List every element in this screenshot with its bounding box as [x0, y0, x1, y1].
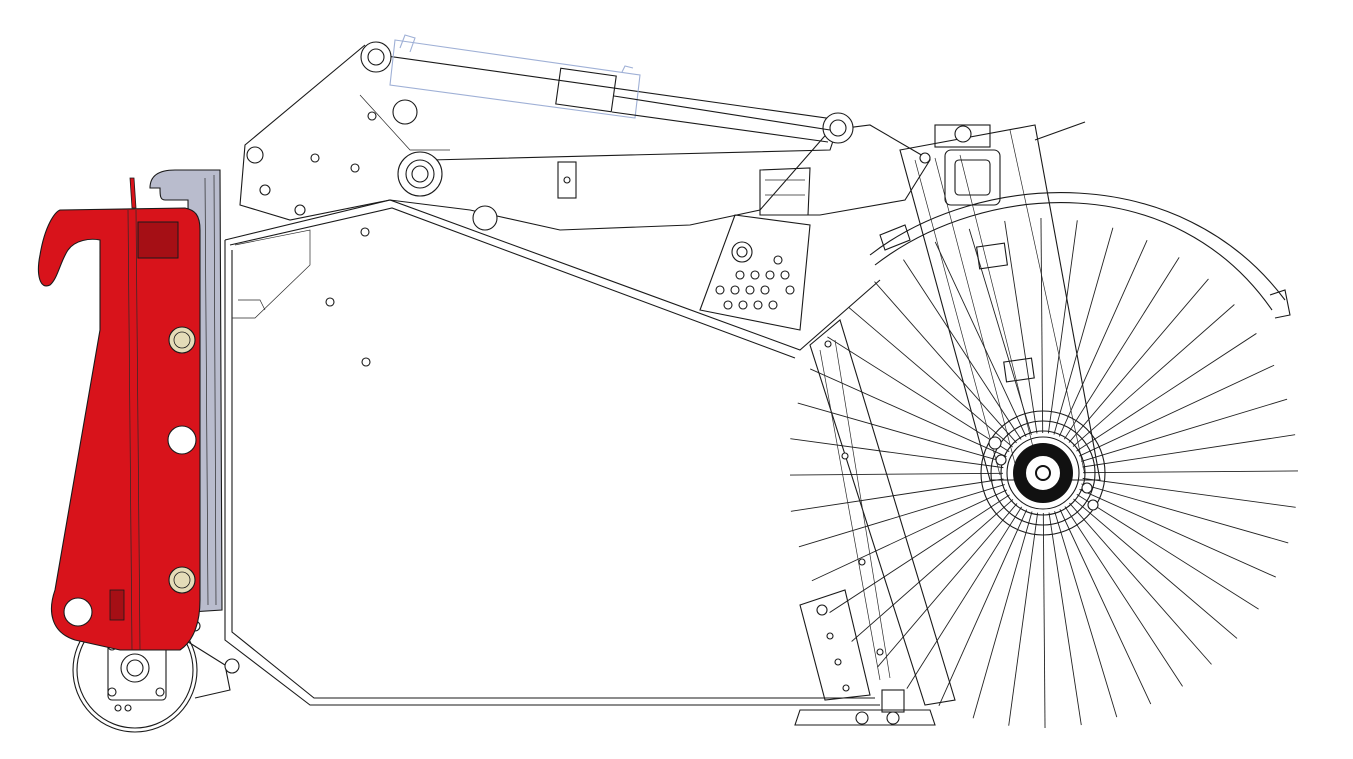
- bracket-tab: [129, 177, 137, 209]
- reel-tine: [906, 506, 1023, 689]
- side-plate: [224, 199, 881, 706]
- reel-tine: [1048, 512, 1082, 726]
- reel-tine: [848, 307, 1013, 448]
- reel-tine: [1072, 304, 1235, 447]
- reel-tine: [1073, 498, 1238, 639]
- reel-tine: [877, 503, 1018, 668]
- reel-tine: [1081, 398, 1288, 462]
- reel-tine: [1076, 493, 1259, 610]
- reel-tine: [1059, 509, 1152, 705]
- reel-tine: [938, 509, 1028, 706]
- skid-bolt: [881, 689, 905, 713]
- bracket-body: [37, 207, 201, 651]
- reel-tine: [1082, 434, 1296, 468]
- reel-hub: [980, 410, 1106, 536]
- reel-tine: [789, 472, 1004, 476]
- reel-tine: [1079, 488, 1276, 578]
- reel-tine: [1004, 220, 1038, 434]
- reel-tine: [1008, 512, 1039, 726]
- reel-tines: [789, 218, 1298, 728]
- reel-tine: [790, 438, 1004, 469]
- hydraulic-cylinder: [389, 34, 831, 143]
- cylinder-body-block: [555, 67, 617, 113]
- front-deflector: [809, 319, 956, 706]
- reel-tine: [1047, 220, 1078, 434]
- reel-tine: [1053, 227, 1114, 435]
- reel-tine: [934, 241, 1027, 437]
- reel-tine: [1058, 240, 1148, 437]
- reel-tine: [972, 511, 1033, 719]
- reel-tine: [827, 336, 1010, 453]
- reel-tine: [903, 259, 1022, 440]
- reel-tine: [1054, 511, 1118, 718]
- bushing-upper: [168, 326, 196, 354]
- reel-tine: [811, 489, 1007, 582]
- perforated-bracket: [699, 167, 811, 331]
- reel-tine: [1069, 502, 1212, 665]
- reel-tine: [798, 484, 1005, 548]
- mounting-plate: [149, 169, 223, 613]
- reel-tine: [1076, 333, 1257, 452]
- reel-guard: [869, 192, 1291, 319]
- reel-tine: [874, 281, 1017, 444]
- red-mounting-bracket: [37, 177, 201, 651]
- reel-tine: [797, 402, 1005, 463]
- arm-slot: [557, 161, 577, 199]
- reel-tine: [1064, 506, 1183, 687]
- upper-arm-frame: [239, 41, 931, 231]
- reel-tine: [968, 228, 1032, 435]
- reel-tine: [1081, 483, 1289, 544]
- reel-tine: [790, 478, 1004, 512]
- reel-tine: [1079, 364, 1275, 457]
- reel-tine: [851, 499, 1014, 642]
- reel-tine: [1042, 512, 1046, 728]
- bracket-mid-hole: [167, 425, 197, 455]
- ground-roller: [72, 607, 240, 733]
- bushing-lower: [168, 566, 196, 594]
- reel-tine: [1082, 477, 1296, 508]
- reel-tine: [1040, 218, 1044, 434]
- reel-tine: [829, 494, 1010, 613]
- reel-tine: [1068, 278, 1209, 443]
- bracket-lower-hole: [63, 597, 93, 627]
- reel-tine: [1063, 257, 1180, 440]
- skid-plate: [794, 709, 936, 726]
- bracket-top-block: [759, 167, 811, 216]
- bracket-block: [137, 221, 179, 259]
- reel-tine: [1082, 470, 1298, 474]
- reel-tine: [810, 368, 1007, 458]
- column-top-mount: [934, 124, 991, 148]
- lower-front-bracket: [794, 589, 936, 726]
